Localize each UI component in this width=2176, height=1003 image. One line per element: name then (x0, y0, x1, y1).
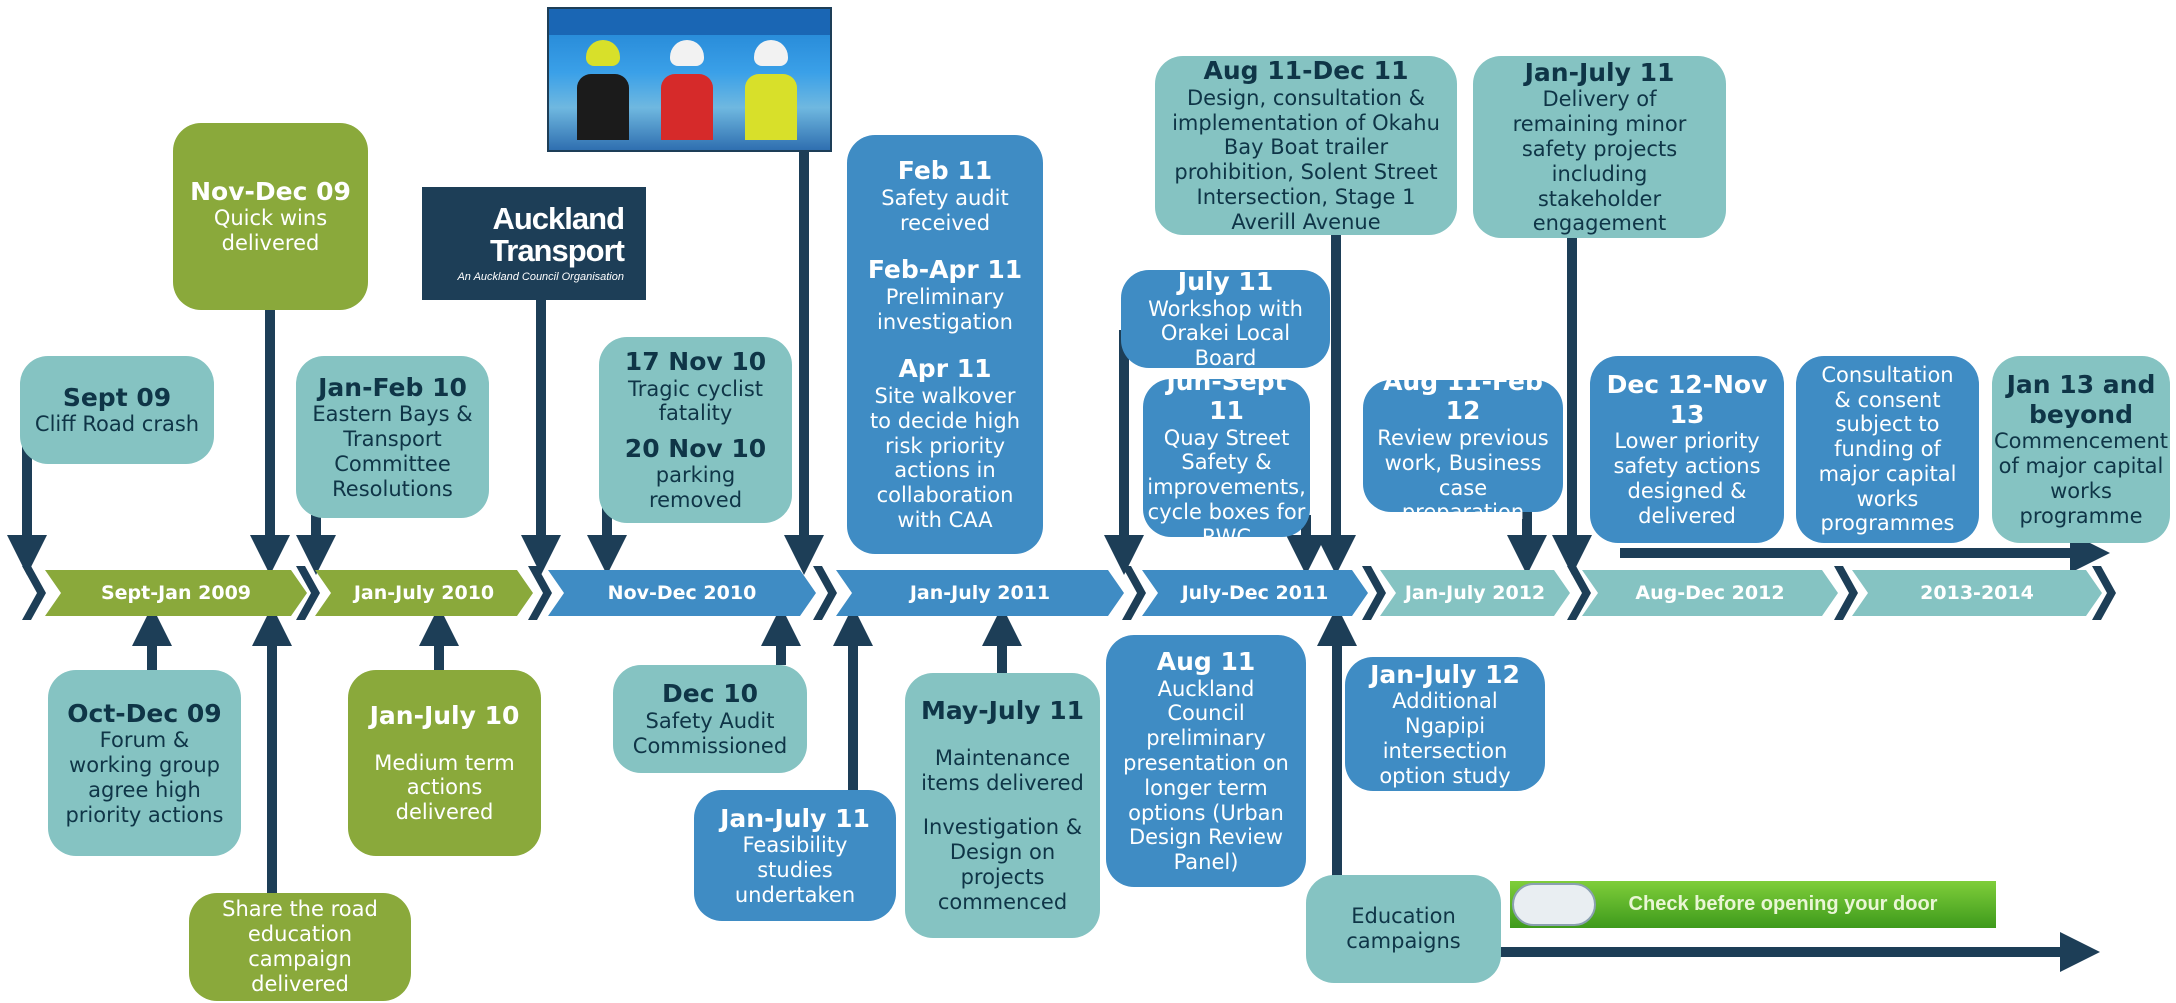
event-body: Share the road education campaign delive… (222, 897, 378, 996)
event-title: 20 Nov 10 (624, 433, 767, 463)
event-novdec09: Nov-Dec 09 Quick wins delivered (173, 123, 368, 310)
event-body: Auckland Council preliminary presentatio… (1123, 676, 1289, 875)
event-title: Jan-July 10 (369, 701, 520, 731)
event-body: parking removed (648, 463, 743, 513)
cyclists-photo (547, 7, 832, 152)
event-nov10: 17 Nov 10 Tragic cyclist fatality 20 Nov… (599, 337, 792, 523)
event-body: Safety Audit Commissioned (632, 708, 788, 758)
event-body: Preliminary investigation (877, 284, 1013, 334)
event-body: Maintenance items delivered (921, 745, 1084, 795)
event-body: Tragic cyclist fatality (628, 376, 763, 426)
event-body: Consultation & consent subject to fundin… (1818, 362, 1957, 536)
event-octdec09: Oct-Dec 09 Forum & working group agree h… (48, 670, 241, 856)
timeline-segment-4: Jan-July 2011 (836, 570, 1124, 616)
event-education: Education campaigns (1306, 875, 1501, 983)
event-body: Quick wins delivered (213, 206, 328, 256)
event-aug11: Aug 11 Auckland Council preliminary pres… (1106, 635, 1306, 887)
auckland-transport-logo: Auckland Transport An Auckland Council O… (422, 187, 646, 300)
event-body: Design, consultation & implementation of… (1172, 85, 1440, 234)
event-body: Review previous work, Business case prep… (1377, 425, 1549, 525)
event-augdec11: Aug 11-Dec 11 Design, consultation & imp… (1155, 56, 1457, 235)
timeline-segment-6: Jan-July 2012 (1380, 570, 1570, 616)
car-mirror-icon (1512, 883, 1596, 926)
event-janjuly11-top: Jan-July 11 Delivery of remaining minor … (1473, 56, 1726, 238)
event-augfeb12: Aug 11-Feb 12 Review previous work, Busi… (1363, 367, 1563, 524)
event-body: Feasibility studies undertaken (734, 833, 856, 907)
event-body: Additional Ngapipi intersection option s… (1379, 689, 1511, 788)
event-title: Nov-Dec 09 (190, 176, 351, 206)
event-title: July 11 (1177, 267, 1274, 297)
event-body: Education campaigns (1346, 904, 1461, 953)
event-dec10: Dec 10 Safety Audit Commissioned (613, 665, 807, 773)
event-body: Safety audit received (881, 185, 1009, 235)
timeline-segment-3: Nov-Dec 2010 (548, 570, 816, 616)
event-mayjuly11: May-July 11 Maintenance items delivered … (905, 673, 1100, 938)
event-sept09: Sept 09 Cliff Road crash (20, 356, 214, 464)
event-title: Jun-Sept 11 (1166, 366, 1287, 426)
event-jan13: Jan 13 and beyond Commencement of major … (1992, 356, 2170, 543)
event-title: Feb-Apr 11 (867, 255, 1023, 285)
event-body: Delivery of remaining minor safety proje… (1512, 87, 1687, 236)
event-title: Aug 11 (1156, 647, 1256, 677)
event-janfeb10: Jan-Feb 10 Eastern Bays & Transport Comm… (296, 356, 489, 518)
event-sharetheroad: Share the road education campaign delive… (189, 893, 411, 1001)
event-title: Feb 11 (897, 156, 993, 186)
event-title: Jan-July 11 (720, 803, 870, 833)
event-body: Lower priority safety actions designed &… (1613, 429, 1761, 528)
event-janjuly11-below: Jan-July 11 Feasibility studies undertak… (694, 790, 896, 921)
event-body: Medium term actions delivered (374, 750, 515, 825)
banner-text: Check before opening your door (1628, 893, 1938, 915)
event-body: Forum & working group agree high priorit… (65, 728, 224, 827)
timeline-segment-2: Jan-July 2010 (315, 570, 533, 616)
timeline-segment-7: Aug-Dec 2012 (1582, 570, 1838, 616)
event-title: Aug 11-Dec 11 (1203, 56, 1409, 86)
event-dec12nov13: Dec 12-Nov 13 Lower priority safety acti… (1590, 356, 1784, 543)
event-title: Jan-July 11 (1524, 57, 1675, 87)
event-body: Cliff Road crash (34, 412, 200, 437)
event-title: 17 Nov 10 (624, 347, 767, 376)
event-consultation: Consultation & consent subject to fundin… (1796, 356, 1979, 543)
event-body: Commencement of major capital works prog… (1993, 429, 2169, 528)
event-feb11: Feb 11 Safety audit received Feb-Apr 11 … (847, 135, 1043, 554)
event-body: Eastern Bays & Transport Committee Resol… (312, 402, 473, 501)
timeline-segment-8: 2013-2014 (1852, 570, 2102, 616)
event-title: May-July 11 (920, 696, 1085, 726)
event-body: Quay Street Safety & improvements, cycle… (1147, 425, 1306, 549)
event-body: Site walkover to decide high risk priori… (869, 383, 1021, 532)
event-body: Workshop with Orakei Local Board (1148, 296, 1303, 371)
timeline-segment-1: Sept-Jan 2009 (45, 570, 307, 616)
event-junsept11: Jun-Sept 11 Quay Street Safety & improve… (1143, 367, 1310, 549)
event-july11: July 11 Workshop with Orakei Local Board (1121, 267, 1330, 371)
event-title: Oct-Dec 09 (67, 698, 222, 728)
event-body: Investigation & Design on projects comme… (922, 815, 1083, 914)
event-title: Dec 10 (661, 679, 759, 709)
check-door-banner: Check before opening your door (1510, 881, 1996, 928)
event-title: Aug 11-Feb 12 (1383, 366, 1543, 426)
event-title: Apr 11 (898, 354, 992, 384)
event-title: Dec 12-Nov 13 (1606, 370, 1768, 429)
event-title: Jan 13 and beyond (2006, 370, 2156, 429)
event-title: Sept 09 (62, 382, 172, 412)
event-janjuly10: Jan-July 10 Medium term actions delivere… (348, 670, 541, 856)
event-title: Jan-July 12 (1370, 659, 1520, 689)
timeline-segment-5: July-Dec 2011 (1142, 570, 1368, 616)
event-janjuly12: Jan-July 12 Additional Ngapipi intersect… (1345, 657, 1545, 791)
event-title: Jan-Feb 10 (318, 372, 467, 402)
